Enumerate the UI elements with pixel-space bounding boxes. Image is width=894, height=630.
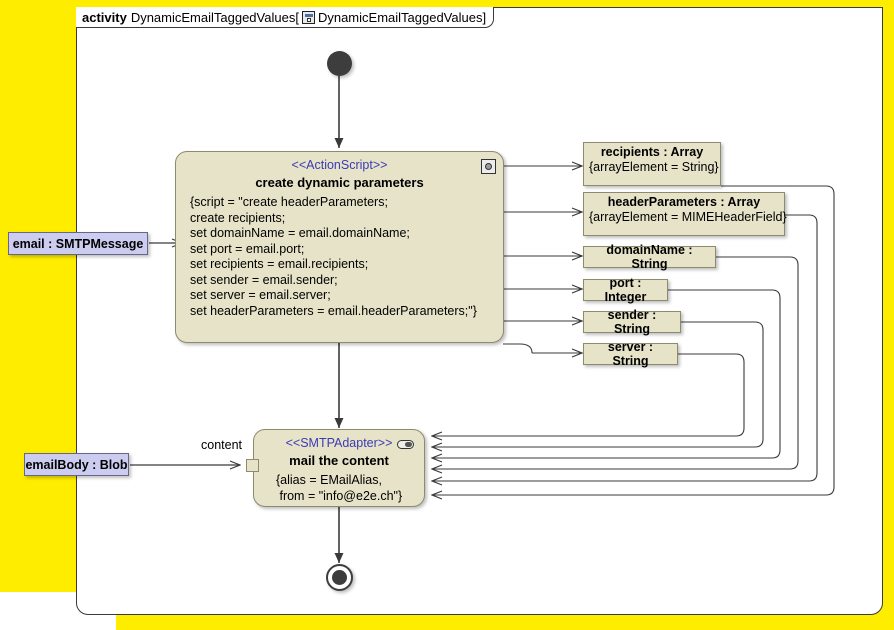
object-node-domainname[interactable]: domainName : String xyxy=(583,243,716,271)
input-pin-content[interactable] xyxy=(246,459,259,472)
yellow-background-top xyxy=(0,0,894,8)
action-mail-the-content[interactable]: <<SMTPAdapter>> mail the content {alias … xyxy=(253,429,425,507)
diagram-icon xyxy=(301,10,315,24)
frame-name: DynamicEmailTaggedValues xyxy=(130,9,296,25)
parameter-node-email[interactable]: email : SMTPMessage xyxy=(8,232,148,255)
activity-final-node xyxy=(326,564,353,591)
action-create-script: {script = "create headerParameters; crea… xyxy=(190,195,477,318)
script-icon xyxy=(481,159,496,174)
object-node-headerparameters[interactable]: headerParameters : Array {arrayElement =… xyxy=(583,192,787,236)
frame-qualified-name: DynamicEmailTaggedValues xyxy=(317,9,483,25)
action-mail-title: mail the content xyxy=(289,453,389,468)
object-node-recipients-name: recipients : Array xyxy=(600,145,704,159)
action-mail-tagged-values: {alias = EMailAlias, from = "info@e2e.ch… xyxy=(276,473,403,503)
object-node-sender-name: sender : String xyxy=(607,308,657,336)
frame-keyword: activity xyxy=(82,9,127,25)
object-node-port-name: port : Integer xyxy=(604,276,647,304)
adapter-icon xyxy=(397,440,414,449)
object-node-headerparameters-tag: {arrayElement = MIMEHeaderField} xyxy=(589,210,787,224)
object-node-sender[interactable]: sender : String xyxy=(583,308,681,336)
parameter-node-emailbody[interactable]: emailBody : Blob xyxy=(24,453,129,476)
object-node-server[interactable]: server : String xyxy=(583,340,678,368)
object-node-headerparameters-name: headerParameters : Array xyxy=(607,195,761,209)
action-create-stereotype: <<ActionScript>> xyxy=(291,158,388,172)
object-node-recipients[interactable]: recipients : Array {arrayElement = Strin… xyxy=(583,142,721,186)
input-pin-content-label: content xyxy=(201,438,243,452)
yellow-background-right xyxy=(882,0,894,630)
object-node-server-name: server : String xyxy=(607,340,654,368)
frame-bracket-close: ] xyxy=(482,9,487,25)
parameter-node-emailbody-label: emailBody : Blob xyxy=(25,457,128,472)
action-create-dynamic-parameters[interactable]: <<ActionScript>> create dynamic paramete… xyxy=(175,151,504,343)
parameter-node-email-label: email : SMTPMessage xyxy=(12,236,144,251)
frame-bracket-open: [ xyxy=(295,9,299,25)
action-create-title: create dynamic parameters xyxy=(255,175,424,190)
action-mail-stereotype: <<SMTPAdapter>> xyxy=(285,436,393,450)
initial-node xyxy=(327,51,352,76)
object-node-domainname-name: domainName : String xyxy=(606,243,693,271)
object-node-port[interactable]: port : Integer xyxy=(583,276,668,304)
object-node-recipients-tag: {arrayElement = String} xyxy=(589,160,719,174)
